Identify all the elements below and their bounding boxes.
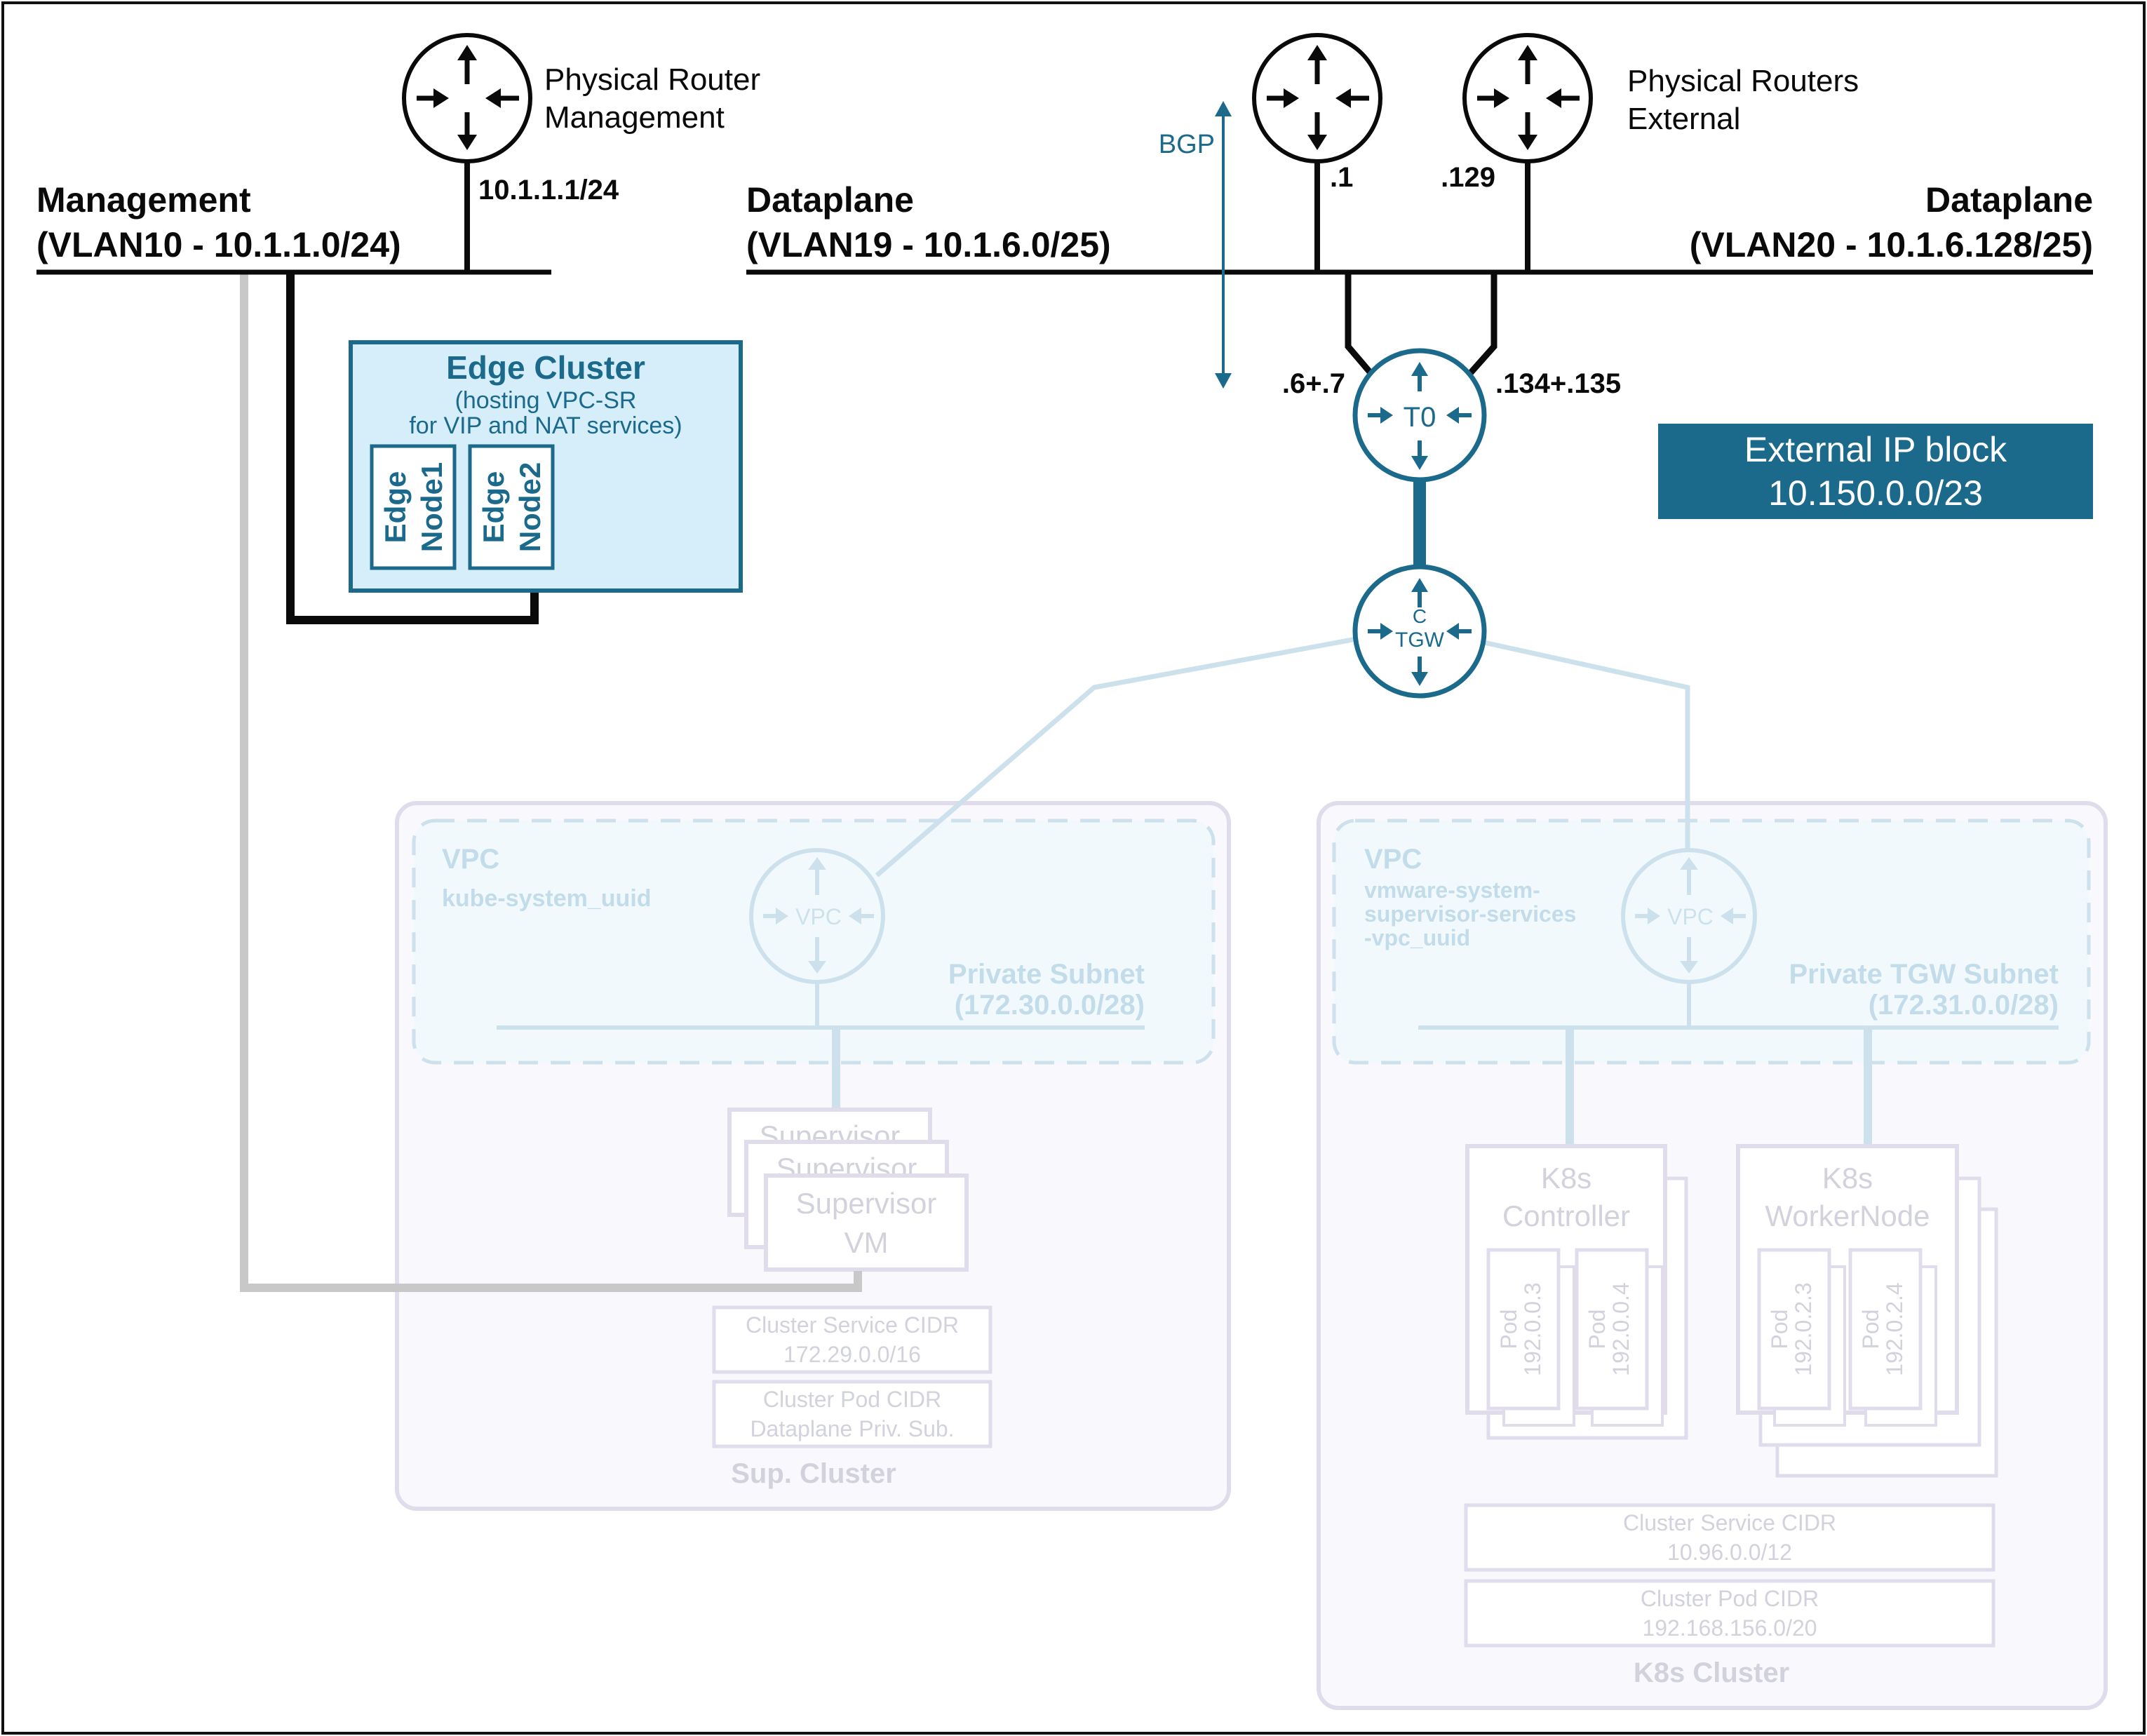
sup-subnet-cidr: (172.30.0.0/28) [955,990,1145,1021]
k8s-subnet-cidr: (172.31.0.0/28) [1869,990,2059,1021]
k8s-controller-pod1-l2: 192.0.0.3 [1520,1282,1545,1375]
edge-node2-box [468,444,555,570]
k8s-vpc-name3: -vpc_uuid [1364,925,1470,950]
k8s-controller: K8s Controller Pod 192.0.0.3 Pod 192.0.0… [1465,1144,1688,1440]
vlan19-title: Dataplane [746,180,914,220]
tgw-label1: C [1413,605,1427,627]
edge-node1-box [370,444,457,570]
k8s-vpc-name1: vmware-system- [1364,877,1540,903]
k8s-controller-pod2 [1575,1248,1649,1411]
edge-cluster-title: Edge Cluster [446,349,645,386]
k8s-worker-label1: K8s [1822,1162,1873,1195]
bgp-arrow-head-bottom [1215,373,1232,389]
k8s-controller-pod2-l1: Pod [1584,1310,1610,1350]
t0-ip-right: .134+.135 [1495,368,1621,399]
edge-node2-l2: Node2 [513,462,546,552]
sup-pod-cidr-value: Dataplane Priv. Sub. [750,1416,954,1441]
bgp-label: BGP [1159,130,1215,159]
k8s-worker-pod1-l1: Pod [1767,1310,1792,1350]
k8s-vpc-label: VPC [1364,844,1422,875]
supervisor-vm-front [764,1173,969,1272]
sup-cluster-label: Sup. Cluster [731,1458,896,1489]
vlan19-subtitle: (VLAN19 - 10.1.6.0/25) [746,225,1111,264]
edge-cluster-line1: (hosting VPC-SR [455,387,637,414]
t0-ip-left: .6+.7 [1282,368,1345,399]
vlan10-title: Management [36,180,251,220]
sup-pod-cidr-label: Cluster Pod CIDR [763,1387,941,1412]
vlan10-subtitle: (VLAN10 - 10.1.1.0/24) [36,225,401,264]
k8s-svc-cidr-label: Cluster Service CIDR [1623,1510,1836,1535]
k8s-vpc-router: VPC [1621,848,1757,984]
external-ip-block-line2: 10.150.0.0/23 [1768,473,1983,513]
k8s-worker-pod2 [1848,1248,1923,1411]
ext-router-1-ip: .1 [1330,162,1353,193]
k8s-pod-cidr-value: 192.168.156.0/20 [1642,1615,1817,1641]
edge-node1-l2: Node1 [415,462,448,552]
k8s-cluster-label: K8s Cluster [1634,1657,1789,1688]
t0-label: T0 [1404,402,1436,433]
k8s-vpc-name2: supervisor-services [1364,901,1576,927]
mgmt-to-supervisor-link [240,271,862,1292]
k8s-worker-pod1 [1757,1248,1831,1411]
vlan20-subtitle: (VLAN20 - 10.1.6.128/25) [1690,225,2093,264]
k8s-worker-label2: WorkerNode [1765,1199,1930,1232]
sup-svc-cidr-value: 172.29.0.0/16 [783,1342,921,1367]
k8s-controller-pod1-l1: Pod [1496,1310,1521,1350]
sup-svc-cidr-label: Cluster Service CIDR [746,1312,959,1338]
mgmt-to-edge-link [286,274,539,624]
bgp-arrow-head-top [1215,101,1232,116]
k8s-worker: K8s WorkerNode Pod 192.0.2.3 Pod 192.0.2… [1736,1144,1998,1478]
t0-uplink-vlan20 [1458,272,1497,386]
mgmt-router-label2: Management [544,100,725,135]
external-ip-block-box [1658,424,2093,519]
edge-node2-l1: Edge [477,471,510,544]
ext-router-1 [1252,33,1382,272]
sup-cluster: VPC kube-system_uuid Private Subnet (172… [395,801,1231,1511]
k8s-cluster: VPC vmware-system- supervisor-services -… [1317,801,2108,1710]
ext-routers-label2: External [1627,102,1740,136]
k8s-vpc-router-label: VPC [1667,904,1714,929]
mgmt-router-label1: Physical Router [544,62,760,97]
sup-svc-cidr-box [712,1305,992,1374]
k8s-worker-pod2-l1: Pod [1858,1310,1883,1350]
sup-vpc-router: VPC [749,848,885,984]
k8s-worker-pod2-l2: 192.0.2.4 [1882,1282,1907,1375]
sup-subnet-label: Private Subnet [948,959,1145,990]
tgw-to-sup-vpc-link [875,634,1368,877]
ext-router-2-ip: .129 [1441,162,1495,193]
edge-node1-l1: Edge [379,471,412,544]
vlan20-title: Dataplane [1925,180,2093,220]
ext-router-2 [1462,33,1593,272]
sup-vpc-name: kube-system_uuid [442,885,652,912]
edge-cluster-line2: for VIP and NAT services) [409,412,682,439]
supervisor-vm-front-label1: Supervisor [796,1187,937,1220]
k8s-pod-cidr-label: Cluster Pod CIDR [1641,1586,1819,1611]
k8s-worker-pod1-l2: 192.0.2.3 [1791,1282,1816,1375]
sup-pod-cidr-box [712,1380,992,1448]
edge-cluster: Edge Cluster (hosting VPC-SR for VIP and… [349,340,743,593]
k8s-controller-label2: Controller [1502,1199,1630,1232]
supervisor-vm-stack: Supervisor Supervisor Supervisor VM [727,1108,969,1272]
k8s-pod-cidr-box [1464,1579,1995,1648]
sup-vpc-label: VPC [442,844,499,875]
mgmt-router [402,33,532,272]
k8s-controller-pod1 [1486,1248,1561,1411]
tgw-router [1352,564,1487,699]
supervisor-vm-front-label2: VM [844,1226,889,1259]
k8s-subnet-label: Private TGW Subnet [1789,959,2059,990]
ext-routers-label1: Physical Routers [1627,64,1859,98]
k8s-controller-pod2-l2: 192.0.0.4 [1608,1282,1634,1375]
tgw-label2: TGW [1395,628,1445,652]
k8s-svc-cidr-value: 10.96.0.0/12 [1667,1540,1792,1565]
external-ip-block-line1: External IP block [1744,430,2007,469]
mgmt-router-ip: 10.1.1.1/24 [478,175,619,206]
t0-router [1352,348,1487,483]
tgw-to-k8s-vpc-link [1458,634,1690,850]
k8s-svc-cidr-box [1464,1503,1995,1572]
k8s-controller-label1: K8s [1541,1162,1591,1195]
sup-vpc-router-label: VPC [795,904,842,929]
